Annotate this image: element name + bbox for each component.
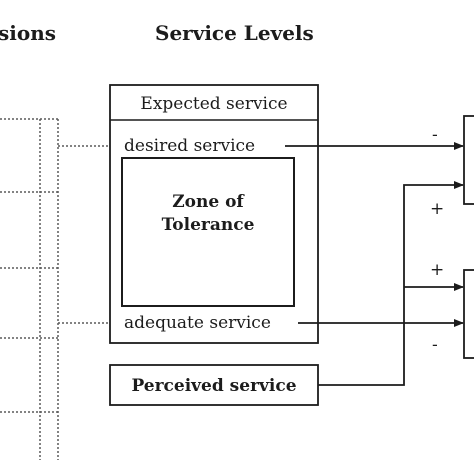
plus-sign-top: +: [430, 199, 444, 219]
zone-of-tolerance-box: [121, 157, 295, 307]
adequate-service-label: adequate service: [124, 313, 271, 333]
expected-service-label: Expected service: [140, 94, 287, 114]
dimensions-heading-partial: sions: [0, 21, 56, 45]
perceived-service-label: Perceived service: [131, 376, 296, 396]
service-levels-heading: Service Levels: [155, 21, 314, 45]
desired-service-label: desired service: [124, 136, 255, 156]
flow-arrows: [285, 142, 464, 386]
plus-sign-bottom: +: [430, 260, 444, 280]
comparison-box-top: [463, 115, 474, 205]
minus-sign-top: -: [432, 125, 438, 145]
zone-of-tolerance-line2: Tolerance: [162, 215, 255, 235]
dimension-connectors: [0, 118, 110, 460]
minus-sign-bottom: -: [432, 335, 438, 355]
expected-service-box: [109, 84, 319, 344]
perceived-arrow-top: [318, 181, 464, 386]
zone-of-tolerance-line1: Zone of: [172, 192, 245, 212]
comparison-box-bottom: [463, 269, 474, 359]
